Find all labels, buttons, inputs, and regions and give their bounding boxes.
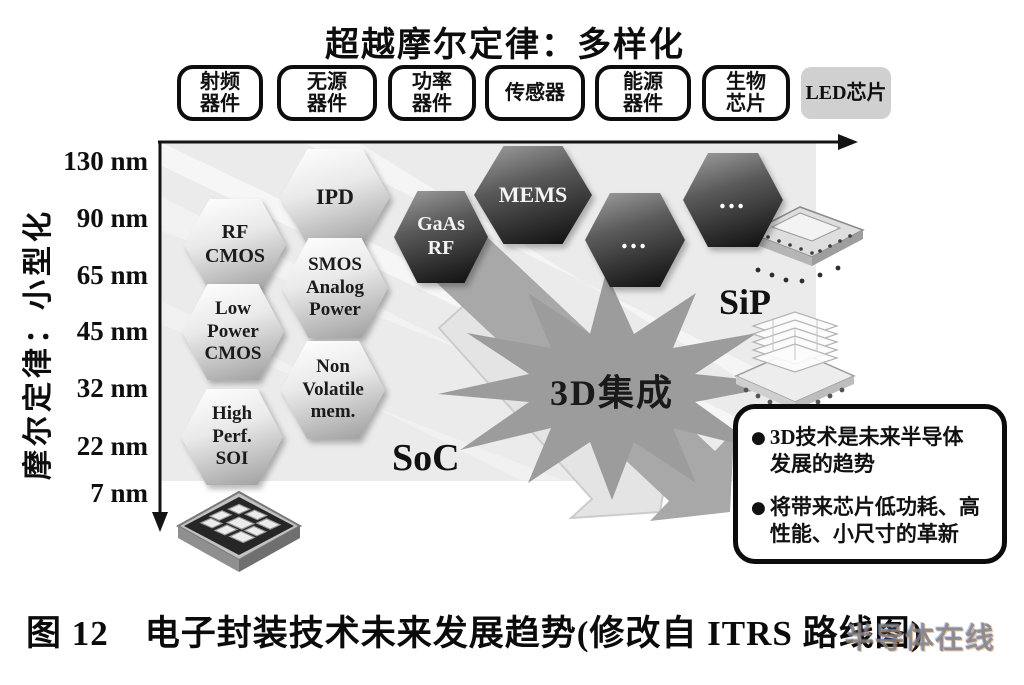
y-tick-65nm: 65 nm <box>76 260 148 290</box>
bullet-dot: ● <box>751 428 766 448</box>
y-tick-32nm: 32 nm <box>76 373 148 403</box>
category-box-sensors: 传感器 <box>485 65 585 121</box>
y-tick-7nm: 7 nm <box>90 478 148 508</box>
sip-label: SiP <box>719 282 772 322</box>
note-box: ● 3D技术是未来半导体 发展的趋势 ● 将带来芯片低功耗、高 性能、小尺寸的革… <box>733 404 1007 564</box>
y-tick-130nm: 130 nm <box>63 146 148 176</box>
y-tick-45nm: 45 nm <box>76 316 148 346</box>
watermark-text: 半导体在线 <box>845 623 996 655</box>
hexagon-mems: MEMS <box>474 146 592 244</box>
y-axis <box>152 141 168 532</box>
category-box-bio-chips: 生物 芯片 <box>702 65 790 121</box>
hexagon-non-volatile: Non Volatile mem. <box>281 341 385 439</box>
category-box-rf-devices: 射频 器件 <box>177 65 263 121</box>
x-axis-arrowhead <box>838 134 858 150</box>
soc-die-image <box>175 490 303 572</box>
integration-starburst <box>438 272 788 500</box>
note-text-2: 将带来芯片低功耗、高 性能、小尺寸的革新 <box>769 494 980 546</box>
hexagon-ellipsis-2: … <box>683 153 783 247</box>
category-box-led-chips: LED芯片 <box>801 67 891 119</box>
note-bullet-item-1: ● 3D技术是未来半导体 发展的趋势 <box>751 424 992 479</box>
figure-title: 超越摩尔定律：多样化 <box>325 27 685 64</box>
hexagon-ellipsis-1: … <box>585 193 685 287</box>
y-tick-90nm: 90 nm <box>76 203 148 233</box>
hexagon-low-power-cmos: Low Power CMOS <box>182 284 284 380</box>
y-tick-22nm: 22 nm <box>76 431 148 461</box>
hexagon-high-perf-soi: High Perf. SOI <box>181 389 283 485</box>
note-bullet-item-2: ● 将带来芯片低功耗、高 性能、小尺寸的革新 <box>751 494 992 549</box>
x-axis <box>158 134 858 150</box>
category-box-power-devices: 功率 器件 <box>388 65 476 121</box>
note-text-1: 3D技术是未来半导体 发展的趋势 <box>769 425 964 477</box>
y-axis-arrowhead <box>152 512 168 532</box>
integration-label: 3D集成 <box>550 373 674 413</box>
figure-caption: 图 12 电子封装技术未来发展趋势(修改自 ITRS 路线图) <box>26 614 924 653</box>
bullet-dot: ● <box>751 497 766 518</box>
soc-label: SoC <box>392 437 460 479</box>
category-box-passive-devices: 无源 器件 <box>277 65 377 121</box>
y-axis-title: 摩尔定律：小型化 <box>22 208 55 480</box>
hexagon-ipd: IPD <box>280 149 390 245</box>
category-box-energy-devices: 能源 器件 <box>595 65 691 121</box>
sip-package-image <box>747 206 865 284</box>
sip-stack-image <box>734 311 856 410</box>
hexagon-rf-cmos: RF CMOS <box>184 199 286 291</box>
hexagon-smos-analog: SMOS Analog Power <box>282 238 388 338</box>
